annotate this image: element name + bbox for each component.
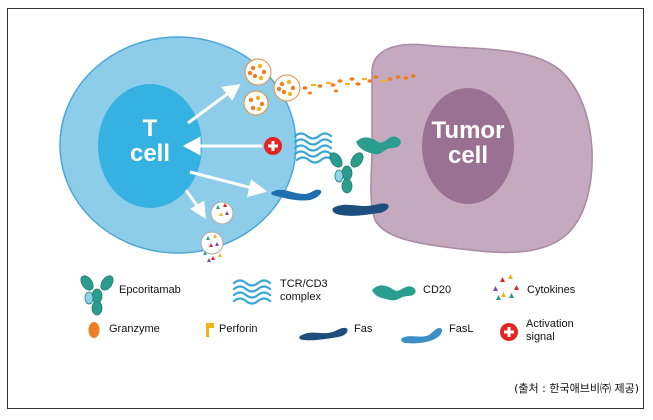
cytokines-icon <box>493 274 519 300</box>
legend-cd20-label: CD20 <box>423 284 452 296</box>
legend-cytokines-label: Cytokines <box>527 284 576 296</box>
source-note: (출처 : 한국애브비㈜ 제공) <box>514 382 639 395</box>
legend-perforin-label: Perforin <box>219 323 258 335</box>
fasl-molecule <box>271 189 322 201</box>
fas-molecule <box>332 203 389 216</box>
legend-fasl-label: FasL <box>449 323 474 335</box>
fas-icon <box>299 327 348 341</box>
granule-stream <box>302 74 416 95</box>
granule-vesicles <box>243 58 301 116</box>
cytokine-vesicles <box>200 201 234 262</box>
legend-activation-line2: signal <box>526 331 555 344</box>
tumor-cell <box>370 43 593 254</box>
activation-legend-icon <box>500 323 518 341</box>
vesicle-1 <box>244 58 272 86</box>
fasl-icon <box>401 328 443 344</box>
perforin-icon <box>206 323 214 337</box>
tumor-cell-label-line2: cell <box>447 142 489 170</box>
legend-tcr-cd3-line1: TCR/CD3 <box>280 278 328 290</box>
epcoritamab-icon <box>80 275 114 316</box>
tumor-cell-label-line1: Tumor <box>431 117 505 144</box>
vesicle-2 <box>273 74 301 102</box>
epcoritamab-molecule <box>329 152 364 194</box>
legend-epcoritamab-label: Epcoritamab <box>119 284 181 296</box>
arrows <box>182 84 268 219</box>
cd20-molecule <box>356 136 401 155</box>
vesicle-3 <box>243 90 269 116</box>
t-cell-label-line1: T <box>142 115 158 142</box>
legend-tcr-cd3-line2: complex <box>280 291 321 304</box>
legend-icons <box>80 274 519 344</box>
legend-fas-label: Fas <box>354 323 373 335</box>
legend-activation-line1: Activation <box>526 318 574 330</box>
granzyme-icon <box>88 322 100 338</box>
legend-tcr-cd3-label: TCR/CD3 complex <box>280 278 328 304</box>
t-cell-label: T cell <box>118 115 182 168</box>
activation-signal-icon <box>264 137 282 155</box>
t-cell-label-line2: cell <box>129 140 171 168</box>
tcr-cd3-icon <box>232 279 272 305</box>
legend-granzyme-label: Granzyme <box>109 323 160 335</box>
cd20-icon <box>372 285 416 301</box>
tumor-cell-label: Tumor cell <box>418 117 518 170</box>
tcr-cd3-complex <box>293 132 335 164</box>
legend-activation-label: Activation signal <box>526 318 574 344</box>
